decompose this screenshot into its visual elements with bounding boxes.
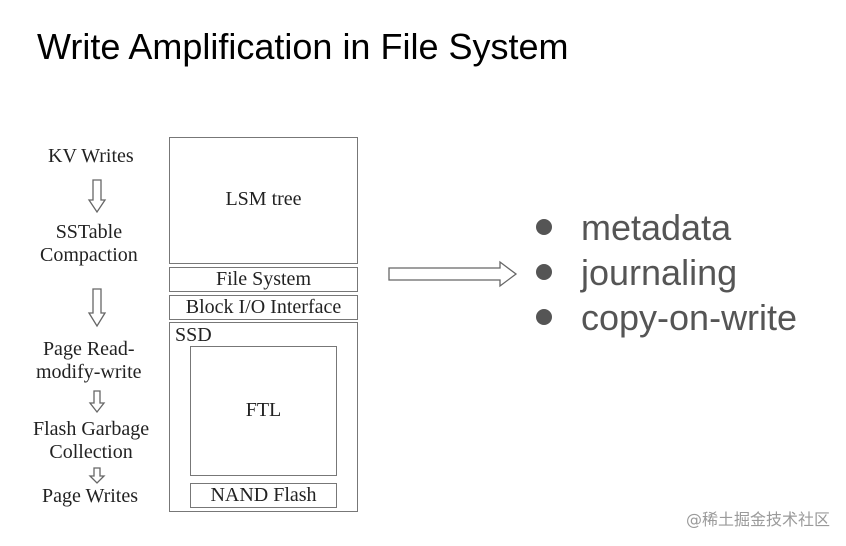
bullet-icon <box>536 309 552 326</box>
list-item: journaling <box>536 250 797 295</box>
lsm-tree-box: LSM tree <box>169 137 358 264</box>
nand-flash-box: NAND Flash <box>190 483 337 508</box>
ftl-box: FTL <box>190 346 337 476</box>
page-title: Write Amplification in File System <box>37 26 569 67</box>
nand-flash-label: NAND Flash <box>210 484 317 506</box>
stage-kv-writes: KV Writes <box>48 145 134 167</box>
ftl-label: FTL <box>245 399 282 421</box>
list-item: metadata <box>536 205 797 250</box>
stage-sstable-compaction: SSTable Compaction <box>40 221 138 266</box>
block-io-label: Block I/O Interface <box>185 296 342 318</box>
ssd-box: SSD FTL NAND Flash <box>169 322 358 512</box>
down-arrow-icon <box>88 467 106 484</box>
list-item: copy-on-write <box>536 295 797 340</box>
down-arrow-icon <box>87 179 107 214</box>
down-arrow-icon <box>88 390 106 414</box>
bullet-text: metadata <box>581 207 732 248</box>
bullet-list: metadata journaling copy-on-write <box>536 205 797 340</box>
file-system-box: File System <box>169 267 358 292</box>
watermark: @稀土掘金技术社区 <box>685 510 830 529</box>
block-io-box: Block I/O Interface <box>169 295 358 320</box>
right-arrow-icon <box>388 260 518 288</box>
lsm-tree-label: LSM tree <box>225 188 302 210</box>
file-system-label: File System <box>215 268 311 290</box>
stage-page-writes: Page Writes <box>42 485 139 507</box>
down-arrow-icon <box>87 288 107 328</box>
bullet-icon <box>536 219 552 236</box>
bullet-text: copy-on-write <box>581 297 798 338</box>
ssd-label: SSD <box>175 324 212 346</box>
stage-page-read-modify-write: Page Read- modify-write <box>36 338 142 383</box>
stage-flash-garbage-collection: Flash Garbage Collection <box>33 418 150 463</box>
bullet-text: journaling <box>581 252 738 293</box>
bullet-icon <box>536 264 552 281</box>
